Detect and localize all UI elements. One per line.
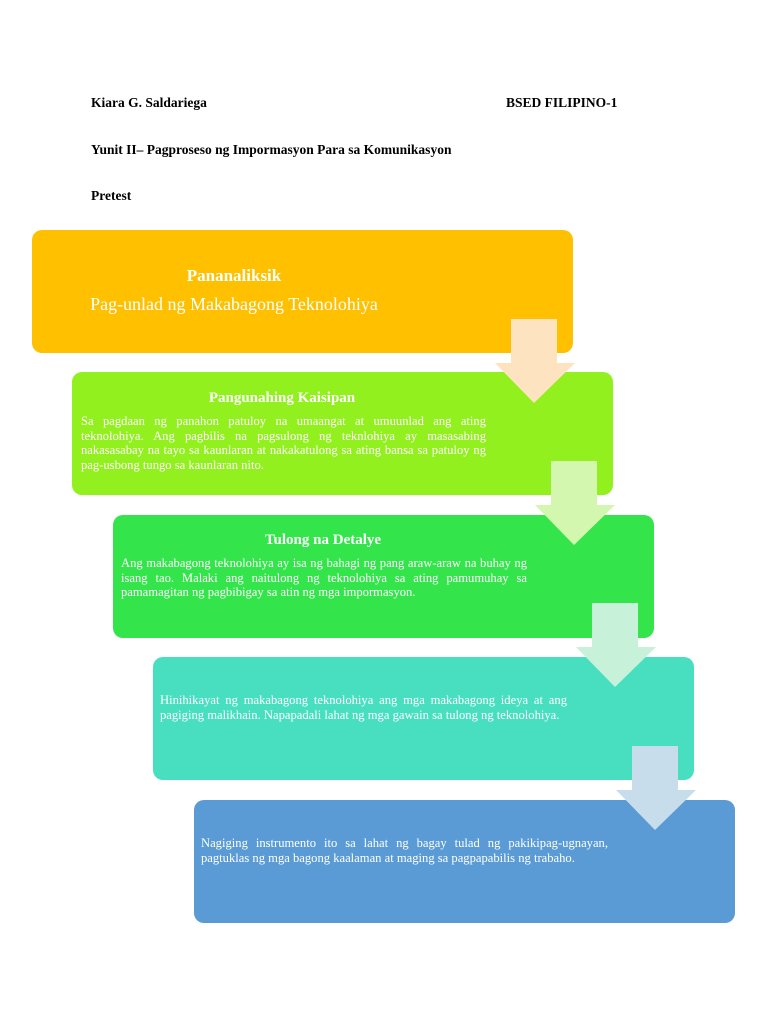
course-label: BSED FILIPINO-1 [506,95,618,110]
box-title: Pangunahing Kaisipan [208,390,356,406]
flow-box-pananaliksik: Pananaliksik Pag-unlad ng Makabagong Tek… [32,230,573,353]
flow-box-pangunahing-kaisipan: Pangunahing Kaisipan Sa pagdaan ng panah… [72,372,613,495]
down-arrow-icon [495,319,575,403]
test-type-label: Pretest [91,188,132,203]
box-text: Nagiging instrumento ito sa lahat ng bag… [201,836,608,865]
box-title: Tulong na Detalye [264,532,382,548]
box-text: Hinihikayat ng makabagong teknolohiya an… [160,693,567,722]
student-name: Kiara G. Saldariega [91,95,207,110]
unit-title: Yunit II– Pagproseso ng Impormasyon Para… [91,142,452,157]
down-arrow-icon [616,746,696,830]
down-arrow-icon [576,603,656,687]
flow-box-detail-2: Hinihikayat ng makabagong teknolohiya an… [153,657,694,780]
box-title: Pananaliksik [186,266,282,285]
flow-box-tulong-na-detalye: Tulong na Detalye Ang makabagong teknolo… [113,515,654,638]
box-text: Sa pagdaan ng panahon patuloy na umaanga… [81,414,486,472]
box-subtitle: Pag-unlad ng Makabagong Teknolohiya [90,294,378,314]
box-text: Ang makabagong teknolohiya ay isa ng bah… [121,556,527,599]
flow-box-detail-3: Nagiging instrumento ito sa lahat ng bag… [194,800,735,923]
down-arrow-icon [535,461,615,545]
